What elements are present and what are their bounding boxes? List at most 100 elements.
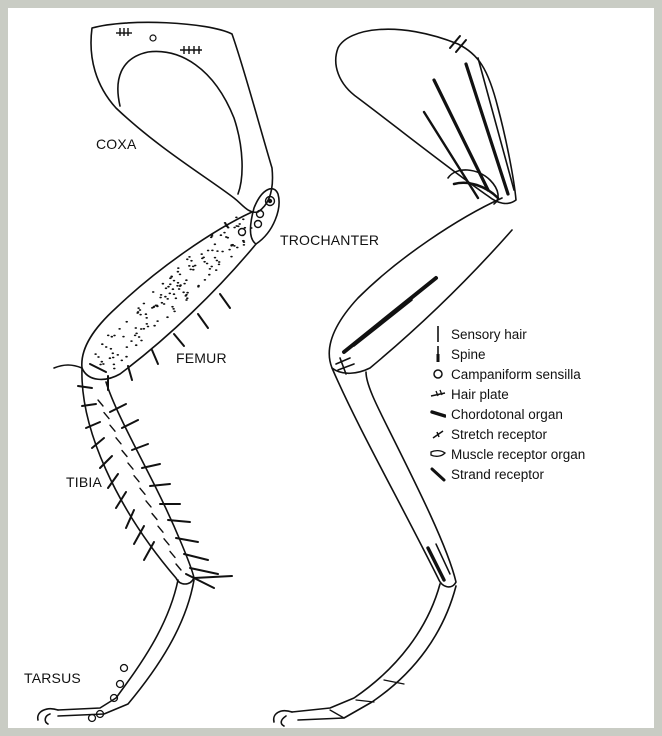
femur-hair-dot — [130, 340, 133, 342]
tibia-chordotonal-organ — [428, 544, 450, 580]
femur-hair-dot — [101, 343, 104, 345]
femur-hair-dot — [192, 269, 195, 271]
femur-hair-dot — [140, 340, 143, 342]
femur-hair-dot — [173, 293, 176, 295]
stretch-receptor-icon — [430, 425, 446, 443]
femur-hair-dot — [225, 225, 228, 227]
femur-hair-dot — [135, 344, 138, 346]
right-claw — [274, 711, 292, 726]
femur-hair-dot — [182, 291, 185, 293]
sensory-hair-icon — [430, 325, 446, 343]
legend-item-campaniform-sensilla: Campaniform sensilla — [430, 364, 585, 384]
femur-hair-dot — [211, 250, 214, 252]
femur-hair-dot — [145, 317, 148, 319]
spine-icon — [430, 345, 446, 363]
femur-hair-dot — [105, 346, 108, 348]
femur-hair-dot — [102, 363, 105, 365]
legend-item-muscle-receptor-organ: Muscle receptor organ — [430, 444, 585, 464]
femur-hair-dot — [160, 294, 163, 296]
femur-hair-dot — [228, 249, 231, 251]
femur-chordotonal-organs — [344, 278, 436, 352]
femur-hair-dot — [112, 352, 115, 354]
femur-hair-dot — [233, 227, 236, 229]
tibia-hair-mark — [104, 413, 109, 419]
femur-hair-dot — [166, 316, 169, 318]
femur-hair-dot — [121, 360, 124, 362]
femur-hair-dot — [209, 268, 212, 270]
legend-item-hair-plate: Hair plate — [430, 384, 585, 404]
left-coxa-inner-arc — [118, 52, 242, 194]
femur-hair-dot — [192, 266, 195, 268]
femur-hair-dot — [170, 276, 173, 278]
tibia-hair-mark — [116, 438, 121, 444]
femur-hair-dot — [235, 225, 238, 227]
femur-hair-dot — [197, 285, 200, 287]
femur-hair-dot — [243, 244, 246, 246]
femur-hair-dot — [139, 309, 142, 311]
femur-hair-dot — [145, 313, 148, 315]
femur-hair-dot — [211, 234, 214, 236]
femur-hair-dot — [235, 217, 238, 219]
femur-hair-dot — [175, 297, 178, 299]
femur-hair-dot — [221, 251, 224, 253]
femur-hair-dot — [113, 364, 116, 366]
label-coxa: COXA — [96, 136, 136, 152]
femur-hair-dot — [111, 336, 114, 338]
femur-hair-dot — [218, 261, 221, 263]
femur-hair-dot — [166, 298, 169, 300]
femur-hair-dot — [153, 306, 156, 308]
femur-hair-dot — [152, 291, 155, 293]
legend-label: Strand receptor — [451, 467, 544, 482]
femur-spine — [152, 350, 158, 364]
chordotonal-organ-icon — [430, 405, 446, 423]
femur-hair-dot — [171, 306, 174, 308]
femur-hair-dot — [186, 292, 189, 294]
femur-hair-dot — [163, 303, 166, 305]
femur-hair-dot — [135, 333, 138, 335]
femur-hair-dot — [216, 260, 219, 262]
femur-hair-dot — [117, 354, 120, 356]
femur-hair-dot — [188, 265, 191, 267]
femur-hair-dot — [112, 357, 115, 359]
legend-item-spine: Spine — [430, 344, 585, 364]
left-trochanter — [250, 189, 279, 244]
tibia-spine — [194, 576, 232, 578]
femur-hair-dot — [137, 307, 140, 309]
femur-hair-dot — [179, 274, 182, 276]
femur-hair-dot — [185, 279, 188, 281]
femur-hair-dot — [183, 283, 186, 285]
femur-hair-dot — [97, 356, 100, 358]
femur-hair-dot — [178, 288, 181, 290]
femur-hair-dot — [135, 327, 138, 329]
femur-hair-dot — [126, 346, 129, 348]
femur-hair-dot — [143, 303, 146, 305]
femur-hair-dot — [165, 287, 168, 289]
tibia-hair-mark — [98, 400, 103, 406]
tibia-spine — [190, 568, 218, 574]
femur-hair-dot — [177, 282, 180, 284]
tibia-hair-mark — [134, 476, 139, 482]
femur-hair-dot — [118, 328, 121, 330]
femur-hair-dot — [94, 353, 97, 355]
femur-hair-dot — [238, 223, 241, 225]
femur-hair-dot — [177, 271, 180, 273]
tibia-hair-mark — [176, 564, 181, 570]
tibia-hair-mark — [152, 514, 157, 520]
femur-spine — [174, 334, 184, 346]
femur-hair-dot — [156, 320, 159, 322]
femur-hair-dot — [143, 328, 146, 330]
left-femur — [82, 212, 256, 379]
femur-hair-dot — [169, 293, 172, 295]
tibia-hair-mark — [110, 425, 115, 431]
femur-hair-dot — [101, 361, 104, 363]
legend-label: Chordotonal organ — [451, 407, 563, 422]
strand-receptor-icon — [430, 465, 446, 483]
receptor-legend: Sensory hair Spine Campaniform sensilla … — [430, 324, 585, 484]
hair-plate-icon — [430, 385, 446, 403]
femur-hair-dot — [125, 321, 128, 323]
femur-hair-dot — [172, 288, 175, 290]
femur-hair-dot — [172, 308, 175, 310]
femur-hair-dot — [220, 234, 223, 236]
femur-hair-dot — [242, 234, 245, 236]
femur-hair-dot — [147, 326, 150, 328]
